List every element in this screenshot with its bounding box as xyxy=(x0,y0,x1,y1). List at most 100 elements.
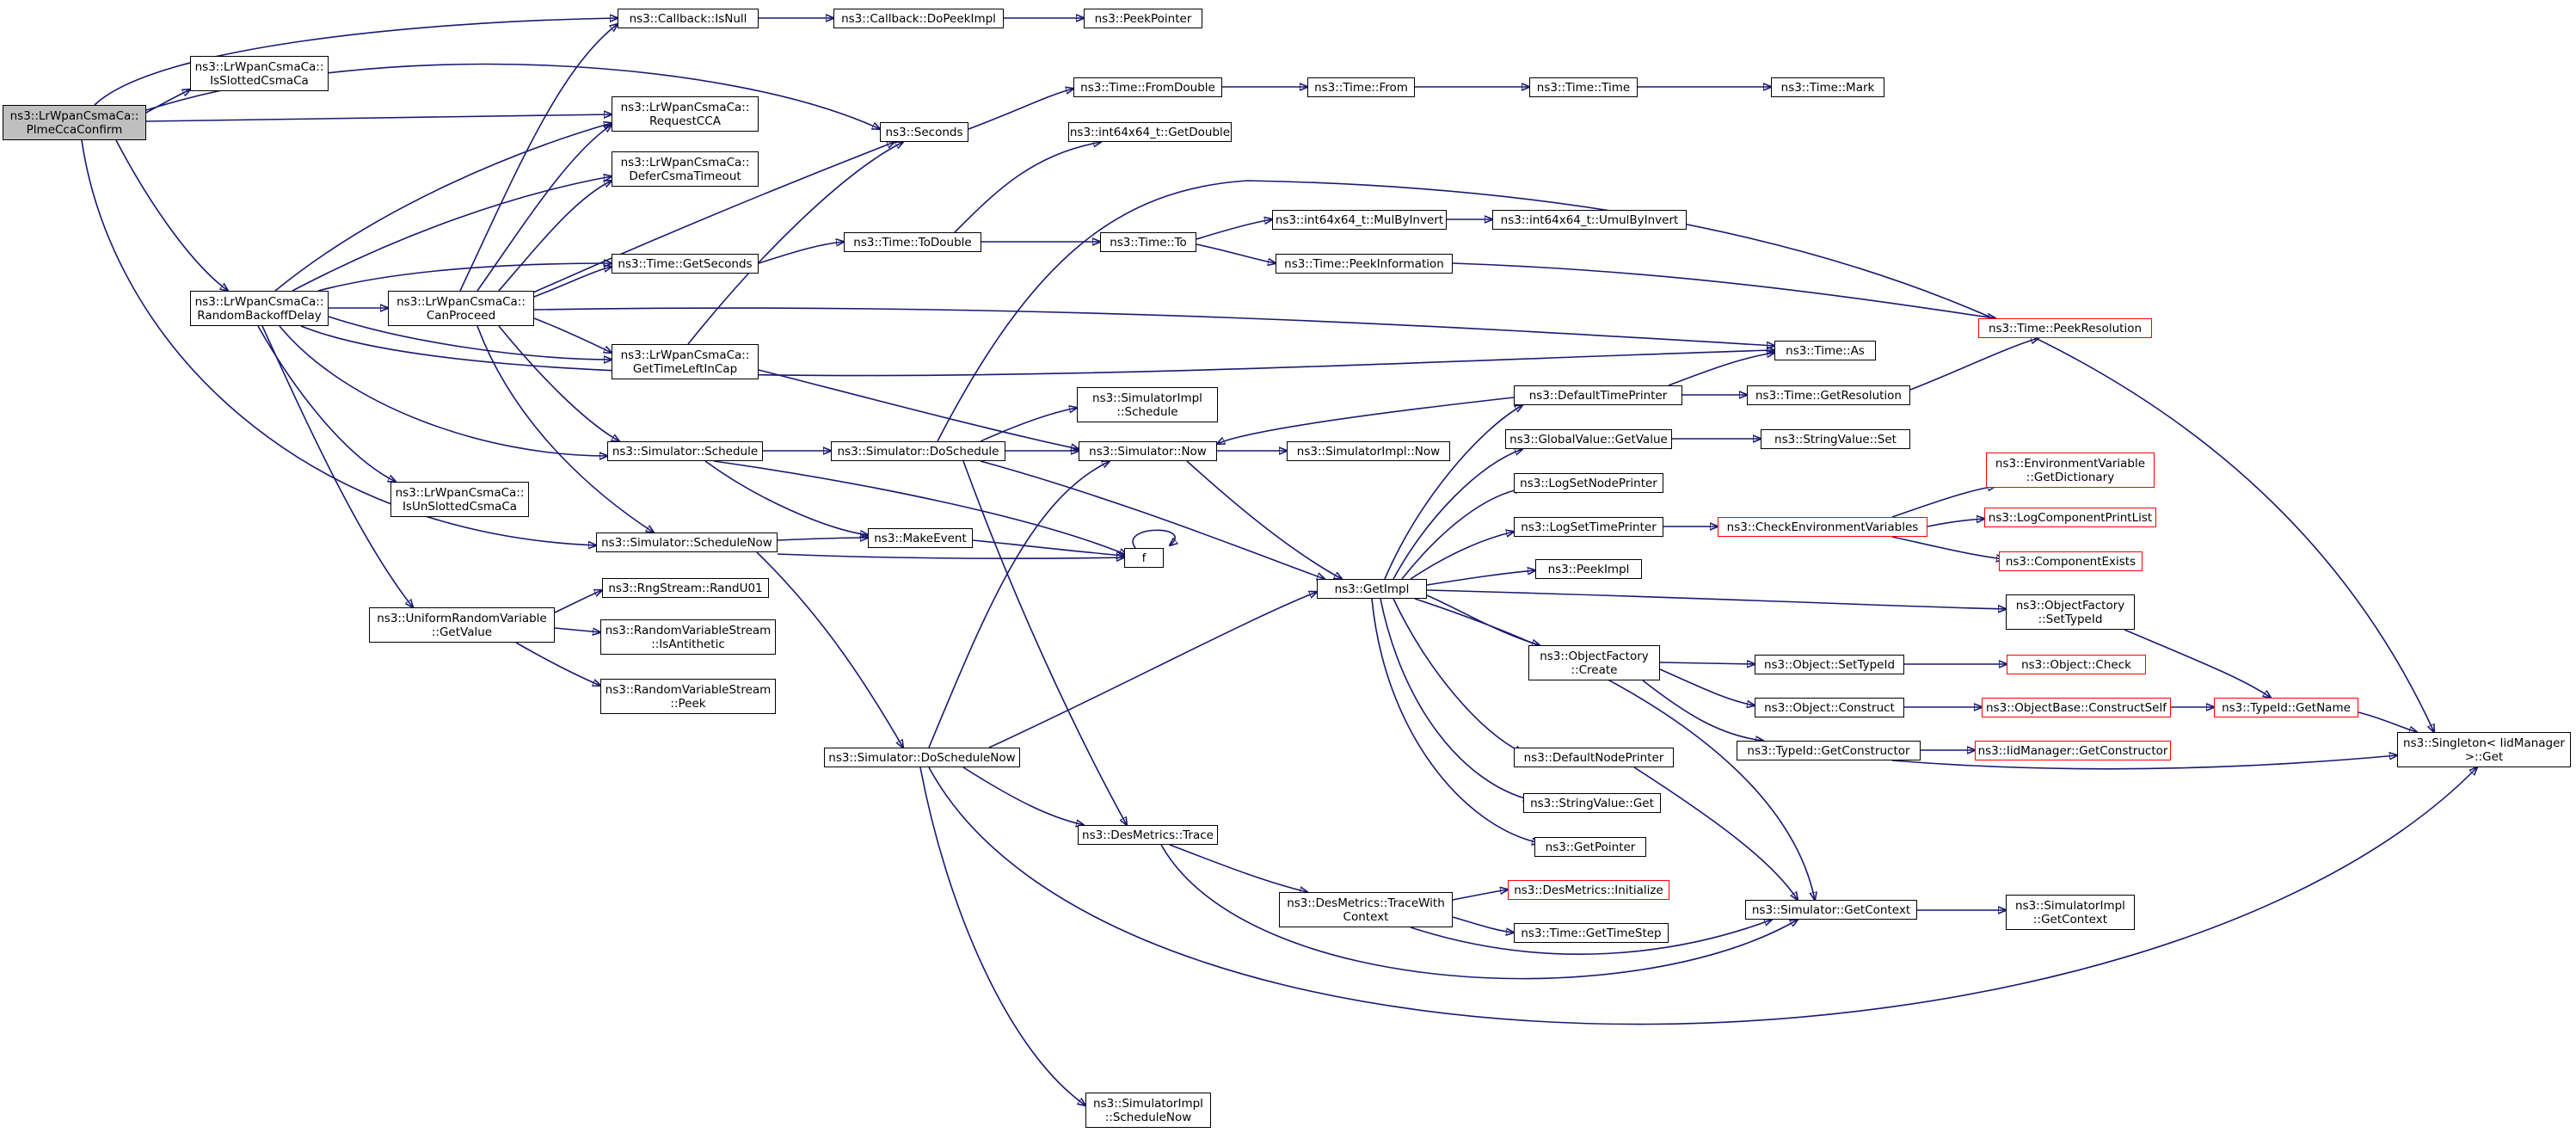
graph-node-makeevent[interactable]: ns3::MakeEvent xyxy=(868,528,973,548)
graph-node-label: ns3::DefaultTimePrinter xyxy=(1528,388,1668,403)
graph-node-getpointer[interactable]: ns3::GetPointer xyxy=(1534,837,1646,857)
graph-node-peekres[interactable]: ns3::Time::PeekResolution xyxy=(1978,318,2152,338)
graph-node-compexists[interactable]: ns3::ComponentExists xyxy=(1999,551,2143,571)
graph-node-stringvalueget[interactable]: ns3::StringValue::Get xyxy=(1523,793,1661,813)
edge-getimpl-to-logtimeprinter xyxy=(1410,532,1514,580)
graph-node-isnull[interactable]: ns3::Callback::IsNull xyxy=(618,9,759,28)
graph-node-umulbyinvert[interactable]: ns3::int64x64_t::UmulByInvert xyxy=(1492,210,1687,230)
graph-node-label: IsSlottedCsmaCa xyxy=(210,73,309,88)
graph-node-defaulttimeprinter[interactable]: ns3::DefaultTimePrinter xyxy=(1514,385,1682,405)
graph-node-simschedule[interactable]: ns3::Simulator::Schedule xyxy=(607,441,763,461)
graph-node-timefrom[interactable]: ns3::Time::From xyxy=(1307,77,1415,97)
graph-node-timeas[interactable]: ns3::Time::As xyxy=(1774,341,1876,360)
graph-node-desinit[interactable]: ns3::DesMetrics::Initialize xyxy=(1508,880,1669,900)
graph-node-canproceed[interactable]: ns3::LrWpanCsmaCa::CanProceed xyxy=(388,291,534,326)
graph-node-scheduleNowImpl[interactable]: ns3::Simulator::DoScheduleNow xyxy=(824,748,1020,767)
graph-node-label: CanProceed xyxy=(426,308,496,323)
graph-node-peekimpl[interactable]: ns3::PeekImpl xyxy=(1535,559,1642,579)
graph-node-doschedule[interactable]: ns3::Simulator::DoSchedule xyxy=(831,441,1005,461)
graph-node-dopeekimpl[interactable]: ns3::Callback::DoPeekImpl xyxy=(833,9,1004,28)
graph-node-requestcca[interactable]: ns3::LrWpanCsmaCa::RequestCCA xyxy=(612,96,759,132)
graph-node-isunslotted[interactable]: ns3::LrWpanCsmaCa::IsUnSlottedCsmaCa xyxy=(390,482,529,517)
graph-node-simimplnow[interactable]: ns3::SimulatorImpl::Now xyxy=(1287,441,1450,461)
graph-node-defer[interactable]: ns3::LrWpanCsmaCa::DeferCsmaTimeout xyxy=(612,151,759,187)
graph-node-getdouble[interactable]: ns3::int64x64_t::GetDouble xyxy=(1068,122,1232,142)
graph-node-gettimeleft[interactable]: ns3::LrWpanCsmaCa::GetTimeLeftInCap xyxy=(612,344,759,379)
edge-tracewithcontext-to-gettimestep xyxy=(1452,916,1514,933)
graph-node-label: IsUnSlottedCsmaCa xyxy=(402,499,518,514)
graph-node-label: ns3::LrWpanCsmaCa:: xyxy=(620,348,750,362)
graph-node-destrace[interactable]: ns3::DesMetrics::Trace xyxy=(1078,825,1218,845)
graph-node-getresolution[interactable]: ns3::Time::GetResolution xyxy=(1747,385,1910,405)
graph-node-lognodeprinter[interactable]: ns3::LogSetNodePrinter xyxy=(1514,473,1663,493)
graph-node-defaultnodeprinter[interactable]: ns3::DefaultNodePrinter xyxy=(1514,748,1674,767)
graph-node-getimpl[interactable]: ns3::GetImpl xyxy=(1317,579,1427,599)
graph-node-rvspeek[interactable]: ns3::RandomVariableStream::Peek xyxy=(600,679,776,714)
graph-node-settypeid[interactable]: ns3::ObjectFactory::SetTypeId xyxy=(2006,594,2135,630)
graph-node-label: ns3::PeekImpl xyxy=(1547,562,1630,576)
graph-node-label: ::GetValue xyxy=(431,625,493,639)
edge-random-to-isunslotted xyxy=(257,325,396,482)
graph-node-peekpointer[interactable]: ns3::PeekPointer xyxy=(1084,9,1202,28)
graph-node-envdict[interactable]: ns3::EnvironmentVariable::GetDictionary xyxy=(1986,453,2155,488)
edge-getresolution-to-peekres xyxy=(1909,338,2038,391)
graph-node-simgetcontext[interactable]: ns3::Simulator::GetContext xyxy=(1745,900,1917,920)
graph-node-singleton[interactable]: ns3::Singleton< IidManager>::Get xyxy=(2397,732,2571,767)
edge-canproceed-to-seconds xyxy=(532,142,895,293)
graph-node-label: ns3::Object::Construct xyxy=(1764,700,1895,715)
graph-node-seconds[interactable]: ns3::Seconds xyxy=(880,122,968,142)
graph-node-globalvalue[interactable]: ns3::GlobalValue::GetValue xyxy=(1505,429,1672,449)
edge-schedulenow-to-scheduleNowImpl xyxy=(756,551,903,748)
graph-node-f[interactable]: f xyxy=(1124,548,1164,568)
graph-node-simimplschedule[interactable]: ns3::SimulatorImpl::Schedule xyxy=(1077,387,1218,422)
graph-node-label: ns3::GetImpl xyxy=(1334,582,1410,596)
graph-node-factorycreate[interactable]: ns3::ObjectFactory::Create xyxy=(1528,645,1660,680)
graph-node-checkenv[interactable]: ns3::CheckEnvironmentVariables xyxy=(1718,517,1927,537)
edge-destrace-to-tracewithcontext xyxy=(1169,844,1307,892)
edge-todouble-to-getdouble xyxy=(954,142,1101,233)
graph-node-objcheck[interactable]: ns3::Object::Check xyxy=(2007,655,2146,674)
graph-node-implschedulenow[interactable]: ns3::SimulatorImpl::ScheduleNow xyxy=(1085,1093,1211,1128)
graph-node-constructself[interactable]: ns3::ObjectBase::ConstructSelf xyxy=(1982,698,2171,717)
graph-node-schedulenow[interactable]: ns3::Simulator::ScheduleNow xyxy=(596,533,778,552)
graph-node-typeidgetname[interactable]: ns3::TypeId::GetName xyxy=(2214,698,2358,717)
graph-node-objsettypeid[interactable]: ns3::Object::SetTypeId xyxy=(1755,655,1904,674)
graph-node-timetime[interactable]: ns3::Time::Time xyxy=(1529,77,1638,97)
graph-node-objconstruct[interactable]: ns3::Object::Construct xyxy=(1755,698,1904,717)
graph-node-stringvalueset[interactable]: ns3::StringValue::Set xyxy=(1761,429,1910,449)
graph-node-iidgetconstructor[interactable]: ns3::IidManager::GetConstructor xyxy=(1975,741,2171,760)
graph-node-label: ns3::int64x64_t::UmulByInvert xyxy=(1500,212,1679,227)
graph-node-logtimeprinter[interactable]: ns3::LogSetTimePrinter xyxy=(1514,517,1663,537)
graph-node-implgetcontext[interactable]: ns3::SimulatorImpl::GetContext xyxy=(2006,895,2135,930)
graph-node-peekinfo[interactable]: ns3::Time::PeekInformation xyxy=(1276,254,1453,274)
graph-node-uniformget[interactable]: ns3::UniformRandomVariable::GetValue xyxy=(369,607,555,643)
graph-node-logcomplist[interactable]: ns3::LogComponentPrintList xyxy=(1984,508,2156,527)
edge-scheduleNowImpl-to-destrace xyxy=(962,767,1084,825)
edge-canproceed-to-gettimeleft xyxy=(533,317,612,353)
graph-node-isslotted[interactable]: ns3::LrWpanCsmaCa::IsSlottedCsmaCa xyxy=(190,56,329,91)
graph-node-label: ns3::CheckEnvironmentVariables xyxy=(1726,520,1919,534)
graph-node-isantithetic[interactable]: ns3::RandomVariableStream::IsAntithetic xyxy=(600,619,776,655)
graph-node-simnow[interactable]: ns3::Simulator::Now xyxy=(1079,441,1217,461)
graph-node-gettimestep[interactable]: ns3::Time::GetTimeStep xyxy=(1514,923,1669,943)
graph-node-label: ns3::Time::GetResolution xyxy=(1755,388,1902,403)
graph-node-getseconds[interactable]: ns3::Time::GetSeconds xyxy=(612,254,759,274)
graph-node-gettypeidconstructor[interactable]: ns3::TypeId::GetConstructor xyxy=(1737,741,1921,760)
graph-node-timeto[interactable]: ns3::Time::To xyxy=(1100,232,1196,252)
graph-node-todouble[interactable]: ns3::Time::ToDouble xyxy=(844,232,981,252)
graph-node-label: ns3::Time::GetTimeStep xyxy=(1521,926,1662,940)
edge-plme-to-random xyxy=(115,139,228,291)
edge-tracewithcontext-to-desinit xyxy=(1452,890,1508,901)
graph-node-randu01[interactable]: ns3::RngStream::RandU01 xyxy=(602,578,769,598)
edge-simschedule-to-makeevent xyxy=(704,460,868,535)
graph-node-fromdouble[interactable]: ns3::Time::FromDouble xyxy=(1073,77,1222,97)
graph-node-mulbyinvert[interactable]: ns3::int64x64_t::MulByInvert xyxy=(1272,210,1447,230)
graph-node-timemark[interactable]: ns3::Time::Mark xyxy=(1771,77,1884,97)
graph-node-label: ns3::UniformRandomVariable xyxy=(377,611,547,625)
edge-checkenv-to-logcomplist xyxy=(1927,519,1984,527)
graph-node-random[interactable]: ns3::LrWpanCsmaCa::RandomBackoffDelay xyxy=(190,291,329,326)
graph-node-label: ns3::int64x64_t::MulByInvert xyxy=(1275,212,1444,227)
edge-doschedule-to-simimplschedule xyxy=(980,408,1077,442)
